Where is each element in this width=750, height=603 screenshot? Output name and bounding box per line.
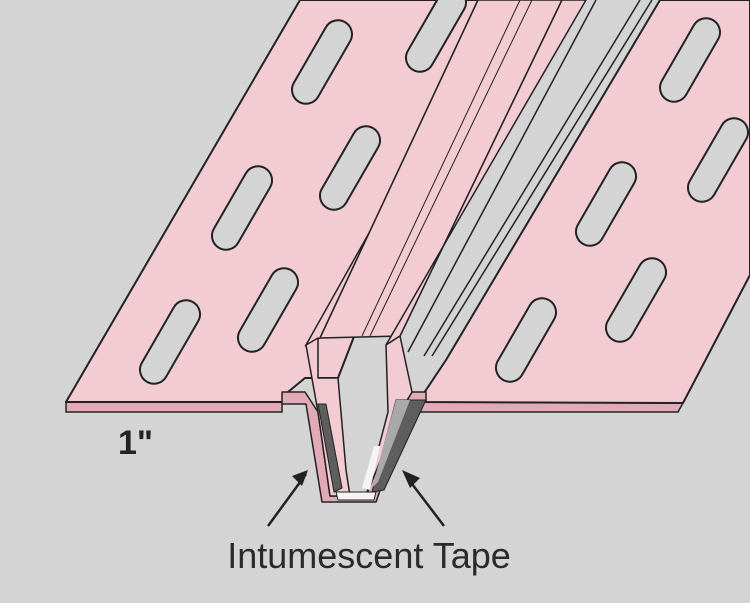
- arrow-head-right-icon: [402, 470, 420, 488]
- arrow-head-left-icon: [292, 470, 308, 486]
- dimension-label: 1": [118, 424, 153, 462]
- slot: [319, 125, 381, 211]
- right-flange: [417, 0, 750, 413]
- slot: [575, 161, 637, 247]
- tape-white-wedge: [362, 446, 380, 490]
- left-flange-edge: [65, 401, 283, 413]
- channel-groove: [407, 0, 597, 353]
- left-flange-slots: [139, 0, 467, 385]
- slot: [139, 299, 201, 385]
- channel-groove: [369, 0, 533, 337]
- slot: [405, 0, 467, 73]
- slot: [659, 17, 721, 103]
- channel-groove: [431, 0, 653, 357]
- left-flange: [65, 0, 485, 413]
- callout-arrows: [266, 470, 445, 527]
- slot: [687, 117, 749, 203]
- slot: [495, 297, 557, 383]
- channel-groove: [423, 0, 641, 357]
- channel-groove: [361, 0, 521, 337]
- v-channel-profile: [281, 335, 427, 503]
- intumescent-tape-right-face: [372, 400, 410, 488]
- center-channel: [304, 0, 653, 357]
- slot: [605, 257, 667, 343]
- slot: [211, 165, 273, 251]
- slot: [291, 19, 353, 105]
- slot: [237, 267, 299, 353]
- right-flange-slots: [495, 17, 749, 383]
- intumescent-tape-left: [317, 403, 343, 493]
- tape-white-strip: [335, 491, 377, 501]
- callout-label: Intumescent Tape: [227, 535, 511, 576]
